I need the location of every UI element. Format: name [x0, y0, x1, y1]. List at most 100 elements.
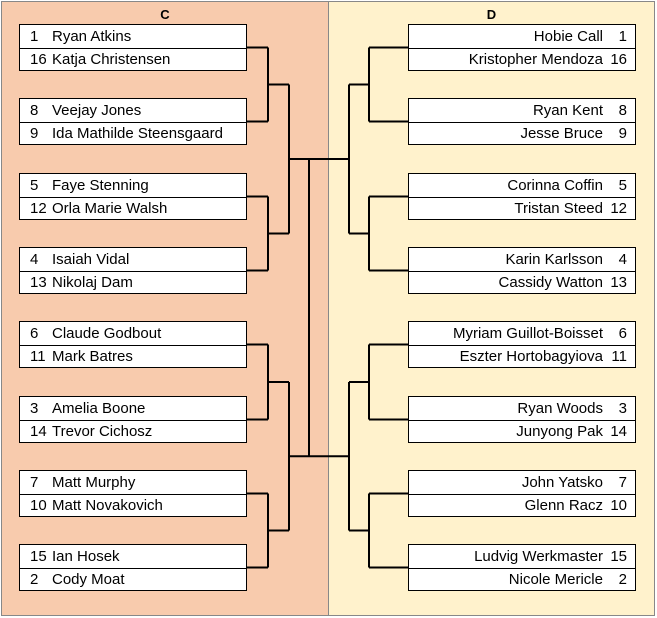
seed-number: 9: [30, 125, 39, 142]
seed-number: 12: [610, 200, 627, 217]
competitor-name: Ian Hosek: [52, 548, 120, 565]
match-box: 3 Ryan Woods 14 Junyong Pak: [408, 396, 636, 443]
competitor-name: Karin Karlsson: [505, 251, 603, 268]
competitor-name: Cody Moat: [52, 571, 125, 588]
match-box: 3 Amelia Boone 14 Trevor Cichosz: [19, 396, 247, 443]
competitor-row: 15 Ian Hosek: [20, 545, 246, 569]
seed-number: 15: [610, 548, 627, 565]
seed-number: 4: [618, 251, 627, 268]
competitor-row: 13 Cassidy Watton: [409, 271, 635, 294]
competitor-row: 14 Trevor Cichosz: [20, 420, 246, 443]
competitor-name: Ludvig Werkmaster: [474, 548, 603, 565]
competitor-name: Amelia Boone: [52, 400, 146, 417]
competitor-row: 1 Ryan Atkins: [20, 25, 246, 49]
seed-number: 9: [618, 125, 627, 142]
competitor-name: Ryan Kent: [532, 102, 603, 119]
competitor-name: Nikolaj Dam: [52, 274, 133, 291]
seed-number: 13: [30, 274, 47, 291]
seed-number: 16: [30, 51, 47, 68]
seed-number: 7: [618, 474, 627, 491]
competitor-name: Glenn Racz: [524, 497, 603, 514]
region-c-title: C: [160, 7, 170, 22]
competitor-row: 10 Glenn Racz: [409, 494, 635, 517]
competitor-row: 13 Nikolaj Dam: [20, 271, 246, 294]
competitor-row: 7 John Yatsko: [409, 471, 635, 495]
competitor-row: 12 Orla Marie Walsh: [20, 197, 246, 220]
competitor-name: Trevor Cichosz: [52, 423, 153, 440]
competitor-row: 9 Ida Mathilde Steensgaard: [20, 122, 246, 145]
seed-number: 1: [618, 28, 627, 45]
seed-number: 15: [30, 548, 47, 565]
seed-number: 11: [30, 348, 46, 365]
competitor-name: John Yatsko: [521, 474, 603, 491]
seed-number: 10: [30, 497, 47, 514]
competitor-row: 15 Ludvig Werkmaster: [409, 545, 635, 569]
seed-number: 7: [30, 474, 39, 491]
competitor-name: Junyong Pak: [516, 423, 603, 440]
seed-number: 14: [30, 423, 47, 440]
competitor-name: Cassidy Watton: [498, 274, 603, 291]
seed-number: 8: [30, 102, 39, 119]
competitor-row: 8 Ryan Kent: [409, 99, 635, 123]
competitor-name: Eszter Hortobagyiova: [459, 348, 603, 365]
competitor-name: Claude Godbout: [52, 325, 162, 342]
seed-number: 10: [610, 497, 627, 514]
seed-number: 11: [611, 348, 627, 365]
competitor-row: 2 Nicole Mericle: [409, 568, 635, 591]
seed-number: 14: [610, 423, 627, 440]
region-d-title: D: [486, 7, 497, 22]
competitor-name: Ryan Atkins: [52, 28, 132, 45]
seed-number: 12: [30, 200, 47, 217]
competitor-name: Ryan Woods: [517, 400, 603, 417]
competitor-name: Kristopher Mendoza: [468, 51, 603, 68]
competitor-row: 4 Karin Karlsson: [409, 248, 635, 272]
competitor-name: Veejay Jones: [52, 102, 142, 119]
competitor-name: Tristan Steed: [514, 200, 603, 217]
competitor-name: Faye Stenning: [52, 177, 149, 194]
competitor-row: 12 Tristan Steed: [409, 197, 635, 220]
seed-number: 2: [30, 571, 39, 588]
competitor-row: 11 Mark Batres: [20, 345, 246, 368]
seed-number: 13: [610, 274, 627, 291]
competitor-name: Nicole Mericle: [508, 571, 603, 588]
match-box: 15 Ian Hosek 2 Cody Moat: [19, 544, 247, 591]
competitor-name: Myriam Guillot-Boisset: [452, 325, 603, 342]
match-box: 7 John Yatsko 10 Glenn Racz: [408, 470, 636, 517]
match-box: 15 Ludvig Werkmaster 2 Nicole Mericle: [408, 544, 636, 591]
competitor-name: Matt Murphy: [52, 474, 136, 491]
competitor-row: 8 Veejay Jones: [20, 99, 246, 123]
seed-number: 3: [30, 400, 39, 417]
competitor-name: Isaiah Vidal: [52, 251, 130, 268]
competitor-name: Corinna Coffin: [507, 177, 603, 194]
competitor-row: 3 Amelia Boone: [20, 397, 246, 421]
competitor-name: Orla Marie Walsh: [52, 200, 168, 217]
seed-number: 8: [618, 102, 627, 119]
seed-number: 3: [618, 400, 627, 417]
match-box: 8 Veejay Jones 9 Ida Mathilde Steensgaard: [19, 98, 247, 145]
competitor-name: Jesse Bruce: [520, 125, 603, 142]
competitor-row: 2 Cody Moat: [20, 568, 246, 591]
match-box: 4 Karin Karlsson 13 Cassidy Watton: [408, 247, 636, 294]
competitor-name: Mark Batres: [52, 348, 133, 365]
seed-number: 1: [30, 28, 39, 45]
competitor-row: 14 Junyong Pak: [409, 420, 635, 443]
seed-number: 2: [618, 571, 627, 588]
competitor-name: Ida Mathilde Steensgaard: [52, 125, 223, 142]
